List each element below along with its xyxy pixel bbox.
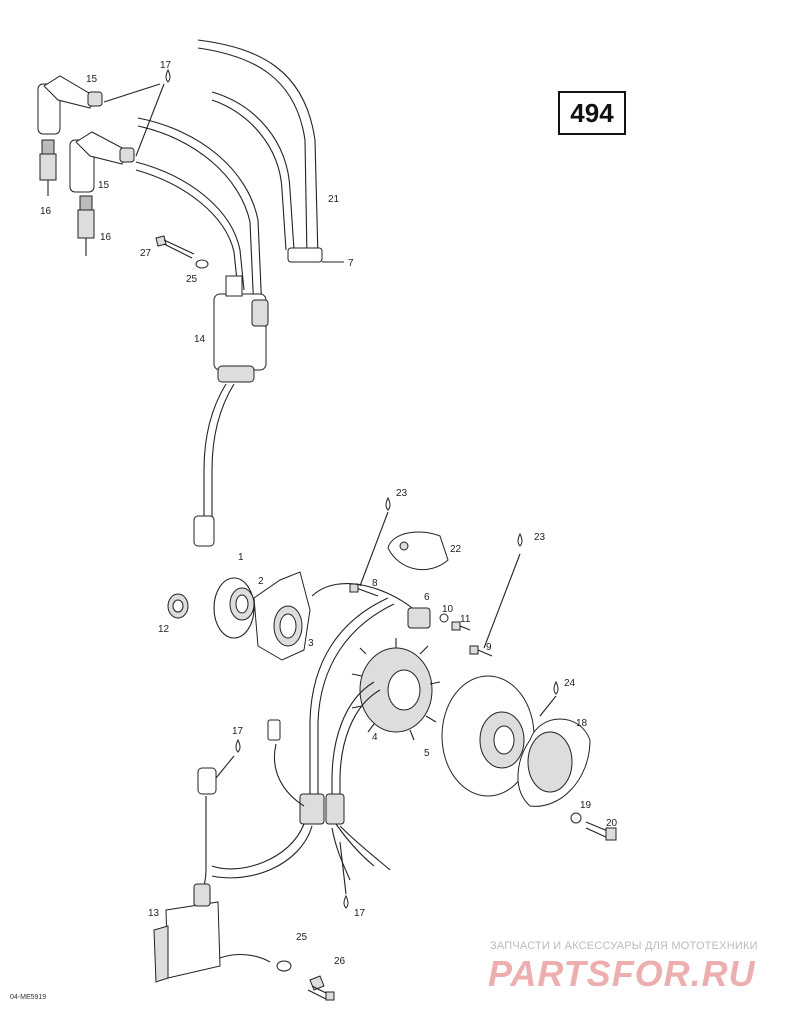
label-17-bottom: 17	[354, 908, 366, 919]
label-21: 21	[328, 194, 340, 205]
spark-plug-lower	[77, 195, 95, 256]
bolt-20	[585, 821, 617, 841]
spark-plug-upper	[39, 139, 57, 196]
label-20: 20	[606, 818, 618, 829]
label-23-top: 23	[396, 488, 408, 499]
label-4: 4	[372, 732, 378, 743]
label-14: 14	[194, 334, 206, 345]
label-18: 18	[576, 718, 588, 729]
screw-9	[469, 645, 493, 657]
label-1: 1	[238, 552, 244, 563]
washer-10	[439, 613, 449, 623]
washer-25-upper	[195, 259, 209, 269]
label-3: 3	[308, 638, 314, 649]
label-6: 6	[424, 592, 430, 603]
label-24: 24	[564, 678, 576, 689]
label-11: 11	[460, 614, 471, 625]
label-12: 12	[158, 624, 170, 635]
spark-plug-cap-upper	[37, 75, 103, 135]
wiring-harness	[197, 597, 395, 889]
label-9: 9	[486, 642, 492, 653]
screw-27	[155, 235, 195, 259]
reference-code: 04-ME5919	[10, 994, 47, 1001]
label-17-middle: 17	[232, 726, 244, 737]
label-25-upper: 25	[186, 274, 198, 285]
screw-26	[307, 975, 335, 1001]
starter-cup-18	[517, 718, 591, 807]
label-23-right: 23	[534, 532, 546, 543]
label-13: 13	[148, 908, 160, 919]
washer-19	[570, 812, 582, 824]
label-17-top: 17	[160, 60, 172, 71]
label-26: 26	[334, 956, 346, 967]
label-7: 7	[348, 258, 354, 269]
watermark-logo: PARTSFOR.RU	[488, 953, 756, 994]
cover-22	[387, 531, 449, 571]
part-number-labels: 15 17 15 16 16 21 7 27 25 14 23 22 23 1 …	[40, 60, 618, 967]
washer-25-lower	[276, 960, 292, 972]
cdi-module-13	[153, 883, 221, 983]
flywheel-5	[441, 675, 535, 797]
page-number-box: 494	[558, 91, 626, 135]
label-19: 19	[580, 800, 592, 811]
label-15-upper: 15	[86, 74, 98, 85]
ignition-coil	[193, 275, 269, 547]
label-16-upper: 16	[40, 206, 52, 217]
oil-seal-2	[229, 587, 255, 621]
label-16-lower: 16	[100, 232, 112, 243]
label-2: 2	[258, 576, 264, 587]
label-27: 27	[140, 248, 152, 259]
label-10: 10	[442, 604, 454, 615]
stator-4	[351, 638, 441, 741]
label-5: 5	[424, 748, 430, 759]
trigger-coil-6	[407, 607, 431, 629]
spark-plug-cap-lower	[69, 131, 135, 193]
label-15-lower: 15	[98, 180, 110, 191]
label-22: 22	[450, 544, 462, 555]
grommet-12	[167, 593, 189, 619]
label-8: 8	[372, 578, 378, 589]
magneto-housing-3	[253, 571, 311, 661]
ignition-wires	[135, 39, 344, 313]
label-25-lower: 25	[296, 932, 308, 943]
screw-11	[451, 621, 471, 631]
watermark-tagline: ЗАПЧАСТИ И АКСЕССУАРЫ ДЛЯ МОТОТЕХНИКИ	[490, 940, 758, 952]
